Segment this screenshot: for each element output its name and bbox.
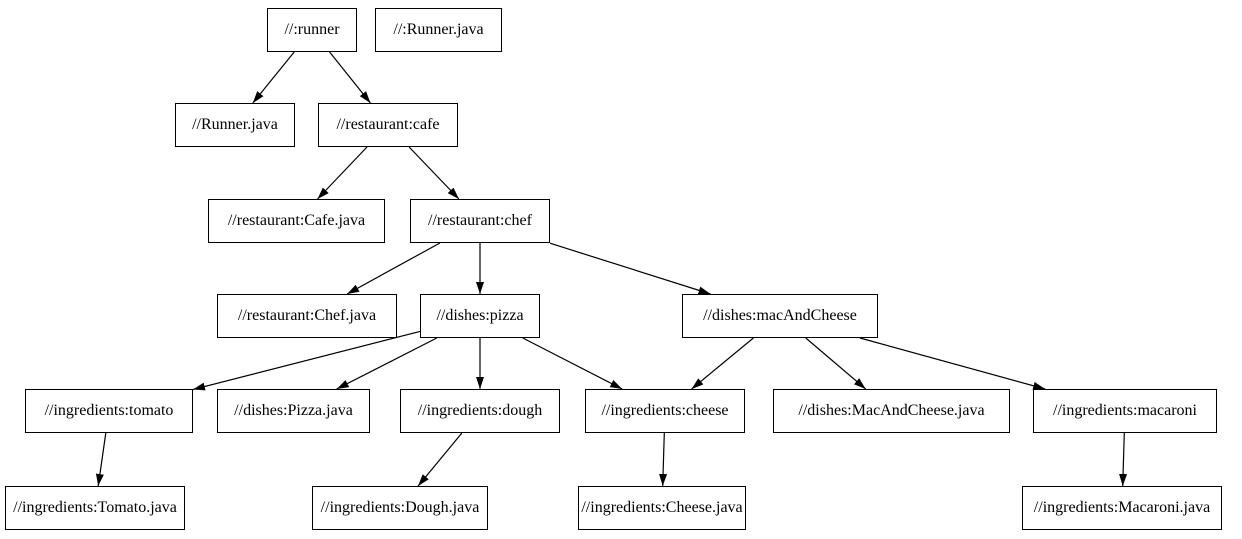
graph-edge-tomato-to-tomato-java — [95, 432, 107, 487]
graph-edge-chef-to-chef-java — [346, 242, 441, 295]
graph-node-label: //Runner.java — [192, 116, 278, 133]
graph-edge-macaroni-to-macaroni-java — [1119, 432, 1128, 487]
graph-edge-runner-to-cafe — [329, 51, 371, 104]
graph-node-tomato: //ingredients:tomato — [25, 389, 193, 433]
graph-node-dough: //ingredients:dough — [400, 389, 560, 433]
graph-edge-cafe-to-chef — [408, 146, 460, 200]
graph-node-label: //restaurant:chef — [428, 212, 532, 229]
graph-node-mac-and-cheese: //dishes:macAndCheese — [682, 294, 878, 338]
graph-node-label: //:Runner.java — [393, 21, 484, 38]
graph-node-macaroni: //ingredients:macaroni — [1033, 389, 1217, 433]
graph-node-label: //ingredients:Macaroni.java — [1033, 499, 1211, 516]
graph-edge-mac-and-cheese-to-cheese — [691, 337, 754, 390]
graph-node-label: //restaurant:cafe — [336, 116, 440, 133]
graph-node-tomato-java: //ingredients:Tomato.java — [5, 486, 185, 530]
graph-node-chef: //restaurant:chef — [410, 199, 550, 243]
graph-node-dough-java: //ingredients:Dough.java — [312, 486, 488, 530]
graph-node-label: //ingredients:dough — [417, 402, 543, 419]
graph-edge-dough-to-dough-java — [417, 432, 463, 487]
graph-node-runner: //:runner — [267, 8, 357, 52]
graph-edge-pizza-to-cheese — [522, 337, 623, 390]
graph-node-label: //ingredients:tomato — [44, 402, 174, 419]
graph-node-macaroni-java: //ingredients:Macaroni.java — [1022, 486, 1222, 530]
graph-edge-mac-and-cheese-to-macaroni — [859, 337, 1046, 390]
graph-node-label: //restaurant:Chef.java — [237, 307, 377, 324]
graph-node-cheese: //ingredients:cheese — [585, 389, 745, 433]
graph-node-mac-and-cheese-java: //dishes:MacAndCheese.java — [773, 389, 1010, 433]
graph-node-label: //restaurant:Cafe.java — [227, 212, 366, 229]
graph-edge-pizza-to-tomato — [192, 330, 421, 391]
graph-node-runner-java-root: //:Runner.java — [375, 8, 502, 52]
graph-edge-cafe-to-cafe-java — [317, 146, 368, 200]
graph-node-cafe-java: //restaurant:Cafe.java — [208, 199, 385, 243]
graph-edge-mac-and-cheese-to-mac-and-cheese-java — [805, 337, 867, 390]
graph-edge-chef-to-mac-and-cheese — [549, 242, 711, 295]
graph-node-cafe: //restaurant:cafe — [318, 103, 458, 147]
graph-node-label: //dishes:pizza — [436, 307, 524, 324]
graph-node-label: //dishes:Pizza.java — [234, 402, 353, 419]
graph-node-label: //dishes:macAndCheese — [703, 307, 857, 324]
graph-node-label: //ingredients:Dough.java — [320, 499, 480, 516]
graph-node-pizza-java: //dishes:Pizza.java — [217, 389, 370, 433]
graph-edge-cheese-to-cheese-java — [659, 432, 668, 487]
graph-node-label: //ingredients:Tomato.java — [13, 499, 177, 516]
graph-node-chef-java: //restaurant:Chef.java — [217, 294, 397, 338]
graph-edge-runner-to-runner-java — [252, 51, 295, 104]
graph-edge-pizza-to-pizza-java — [336, 337, 438, 390]
graph-node-cheese-java: //ingredients:Cheese.java — [578, 486, 746, 530]
graph-node-label: //:runner — [284, 21, 340, 38]
graph-node-label: //dishes:MacAndCheese.java — [798, 402, 985, 419]
graph-node-label: //ingredients:Cheese.java — [581, 499, 743, 516]
graph-node-runner-java: //Runner.java — [175, 103, 295, 147]
graph-node-label: //ingredients:macaroni — [1053, 402, 1197, 419]
graph-node-pizza: //dishes:pizza — [420, 294, 540, 338]
graph-node-label: //ingredients:cheese — [601, 402, 729, 419]
